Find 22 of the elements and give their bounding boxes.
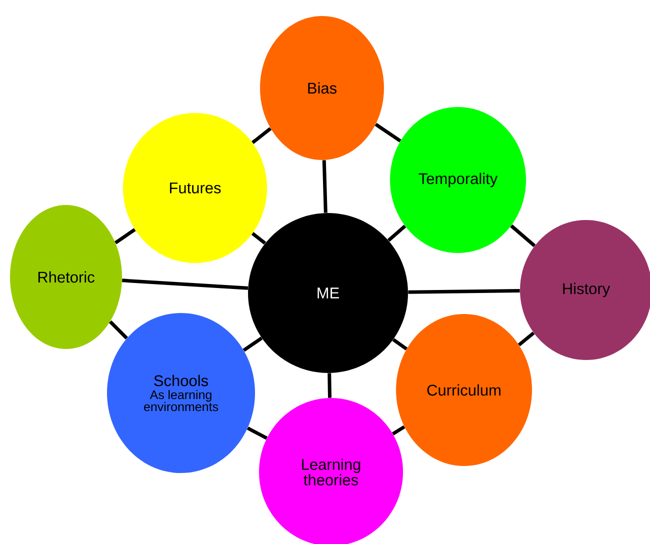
- connector-line: [114, 228, 136, 244]
- circle-node: Schools As learning environments: [107, 313, 255, 473]
- circle-node: Futures: [123, 113, 267, 263]
- connector-line: [518, 332, 535, 346]
- circle-node: Curriculum: [396, 314, 532, 466]
- connector-line: [392, 338, 408, 350]
- connector-line: [328, 373, 332, 398]
- circle-node: Temporality: [390, 107, 526, 253]
- connector-line: [510, 224, 536, 248]
- connector-line: [322, 160, 328, 213]
- connector-line: [242, 336, 263, 352]
- connector-line: [122, 278, 248, 290]
- circle-node: Bias: [260, 16, 384, 160]
- connector-line: [251, 232, 266, 245]
- connector-line: [387, 224, 406, 242]
- circle-node: Rhetoric: [10, 205, 122, 349]
- connector-line: [392, 425, 406, 436]
- connector-line: [408, 289, 520, 294]
- connector-line: [374, 122, 402, 142]
- connector-line: [246, 426, 268, 440]
- connector-line: [252, 127, 272, 144]
- connector-line: [108, 320, 128, 340]
